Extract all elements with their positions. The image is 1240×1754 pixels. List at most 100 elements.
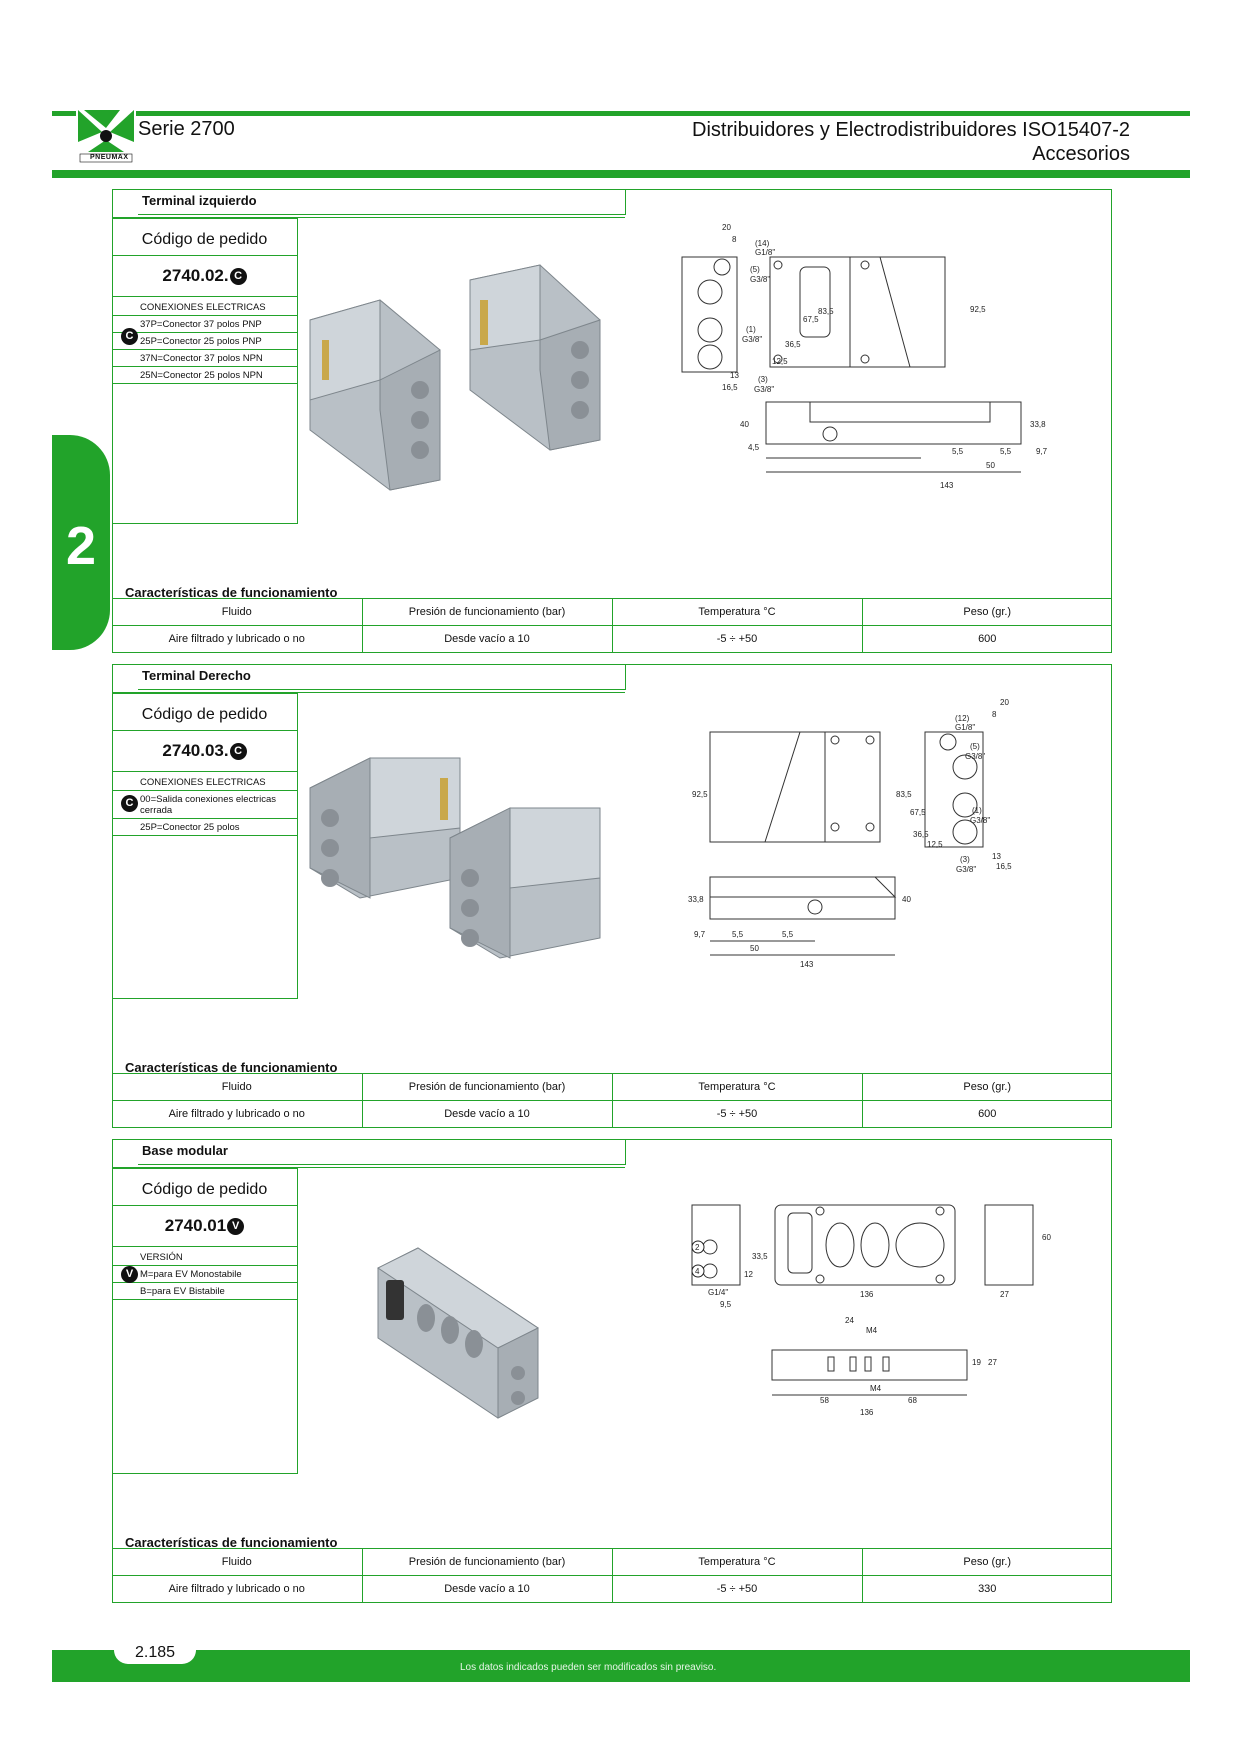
option-item: 25P=Conector 25 polos PNP (112, 333, 297, 350)
chapter-number: 2 (66, 516, 97, 576)
table-cell: -5 ÷ +50 (611, 1575, 863, 1603)
dim-label: 20 (1000, 698, 1009, 707)
table-header-cell: Fluido (112, 598, 363, 626)
characteristics-title: Características de funcionamiento (125, 1535, 338, 1550)
dim-label: M4 (870, 1384, 882, 1393)
dim-label: G1/4" (708, 1288, 728, 1297)
product-image-right-terminal (309, 757, 601, 959)
section-title: Terminal Derecho (112, 664, 626, 693)
dim-label: (14) (755, 239, 770, 248)
table-header-cell: Peso (gr.) (861, 1073, 1112, 1101)
footer-bar (52, 1650, 1190, 1682)
order-code-box: Código de pedido 2740.03.C CONEXIONES EL… (112, 693, 298, 999)
option-item: 25P=Conector 25 polos (112, 819, 297, 836)
dim-label: 9,7 (1036, 447, 1048, 456)
header-top-rule (52, 111, 1190, 116)
code-badge: C (229, 743, 247, 761)
dim-label: 4,5 (748, 443, 760, 452)
dim-label: 8 (732, 235, 737, 244)
dim-label: 20 (722, 223, 731, 232)
dim-label: 9,7 (694, 930, 706, 939)
dim-label: 13 (992, 852, 1001, 861)
dim-label: 50 (750, 944, 759, 953)
dim-label: G3/8" (742, 335, 762, 344)
header-bottom-rule (52, 170, 1190, 178)
dim-label: G3/8" (965, 752, 985, 761)
series-title: Serie 2700 (138, 118, 235, 140)
options-badge: C (121, 795, 138, 812)
product-image-modular-base (377, 1247, 539, 1419)
dim-label: 83,5 (896, 790, 912, 799)
dim-label: (5) (970, 742, 980, 751)
table-cell: -5 ÷ +50 (611, 1100, 863, 1128)
dim-label: M4 (866, 1326, 878, 1335)
options-header: CONEXIONES ELECTRICAS (112, 772, 297, 791)
table-row: Aire filtrado y lubricado o no Desde vac… (112, 1100, 1112, 1128)
order-code-box: Código de pedido 2740.02.C CONEXIONES EL… (112, 218, 298, 524)
dim-label: G1/8" (955, 723, 975, 732)
table-header-cell: Peso (gr.) (861, 598, 1112, 626)
dim-label: 50 (986, 461, 995, 470)
dim-label: 33,5 (752, 1252, 768, 1261)
dim-label: 12,5 (772, 357, 788, 366)
dim-label: 136 (860, 1290, 874, 1299)
dim-label: 27 (1000, 1290, 1009, 1299)
table-header-cell: Temperatura °C (611, 1548, 863, 1576)
characteristics-title: Características de funcionamiento (125, 1060, 338, 1075)
page-title-line1: Distribuidores y Electrodistribuidores I… (692, 119, 1130, 141)
table-cell: Aire filtrado y lubricado o no (112, 625, 363, 653)
port-label: 4 (695, 1267, 700, 1276)
option-item: B=para EV Bistabile (112, 1283, 297, 1300)
dim-label: 40 (902, 895, 911, 904)
dim-label: 58 (820, 1396, 829, 1405)
product-image-left-terminal (309, 264, 601, 491)
dim-label: 40 (740, 420, 749, 429)
dim-label: 27 (988, 1358, 997, 1367)
section-terminal-derecho (112, 664, 1112, 1128)
order-code: 2740.02.C (112, 255, 297, 297)
dim-label: (12) (955, 714, 970, 723)
dim-label: 92,5 (970, 305, 986, 314)
dim-label: G3/8" (956, 865, 976, 874)
characteristics-table: Fluido Presión de funcionamiento (bar) T… (112, 598, 1112, 653)
technical-drawing-right-terminal: 92,5 20 8 (12) G1/8" (5) G3/8" 83,5 67,5… (688, 698, 1012, 969)
table-cell: Aire filtrado y lubricado o no (112, 1575, 363, 1603)
section-title: Base modular (112, 1139, 626, 1168)
dim-label: G1/8" (755, 248, 775, 257)
dim-label: (3) (758, 375, 768, 384)
footer-note: Los datos indicados pueden ser modificad… (460, 1662, 717, 1673)
order-code-label: Código de pedido (141, 231, 268, 248)
option-item: 00=Salida conexiones electricas cerrada (112, 791, 297, 819)
dim-label: 143 (800, 960, 814, 969)
table-cell: Desde vacío a 10 (361, 1575, 613, 1603)
table-header-cell: Fluido (112, 1073, 363, 1101)
dim-label: 68 (908, 1396, 917, 1405)
table-header-cell: Fluido (112, 1548, 363, 1576)
dim-label: 8 (992, 710, 997, 719)
table-cell: Desde vacío a 10 (361, 1100, 613, 1128)
option-item: 37N=Conector 37 polos NPN (112, 350, 297, 367)
table-row: Aire filtrado y lubricado o no Desde vac… (112, 625, 1112, 653)
table-cell: 600 (861, 1100, 1112, 1128)
characteristics-table: Fluido Presión de funcionamiento (bar) T… (112, 1548, 1112, 1603)
dim-label: 67,5 (910, 808, 926, 817)
dim-label: 5,5 (782, 930, 794, 939)
dim-label: 83,5 (818, 307, 834, 316)
dim-label: G3/8" (970, 816, 990, 825)
dim-label: 16,5 (996, 862, 1012, 871)
dim-label: 12,5 (927, 840, 943, 849)
table-header-cell: Temperatura °C (611, 598, 863, 626)
dim-label: 5,5 (732, 930, 744, 939)
page-title-line2: Accesorios (1032, 143, 1130, 165)
dim-label: G3/8" (754, 385, 774, 394)
table-header-cell: Presión de funcionamiento (bar) (361, 1548, 613, 1576)
logo-text: PNEUMAX (90, 154, 129, 161)
dim-label: 13 (730, 371, 739, 380)
characteristics-table: Fluido Presión de funcionamiento (bar) T… (112, 1073, 1112, 1128)
section-base-modular (112, 1139, 1112, 1603)
option-item: 37P=Conector 37 polos PNP (112, 316, 297, 333)
options-header: CONEXIONES ELECTRICAS (112, 297, 297, 316)
table-cell: 330 (861, 1575, 1112, 1603)
